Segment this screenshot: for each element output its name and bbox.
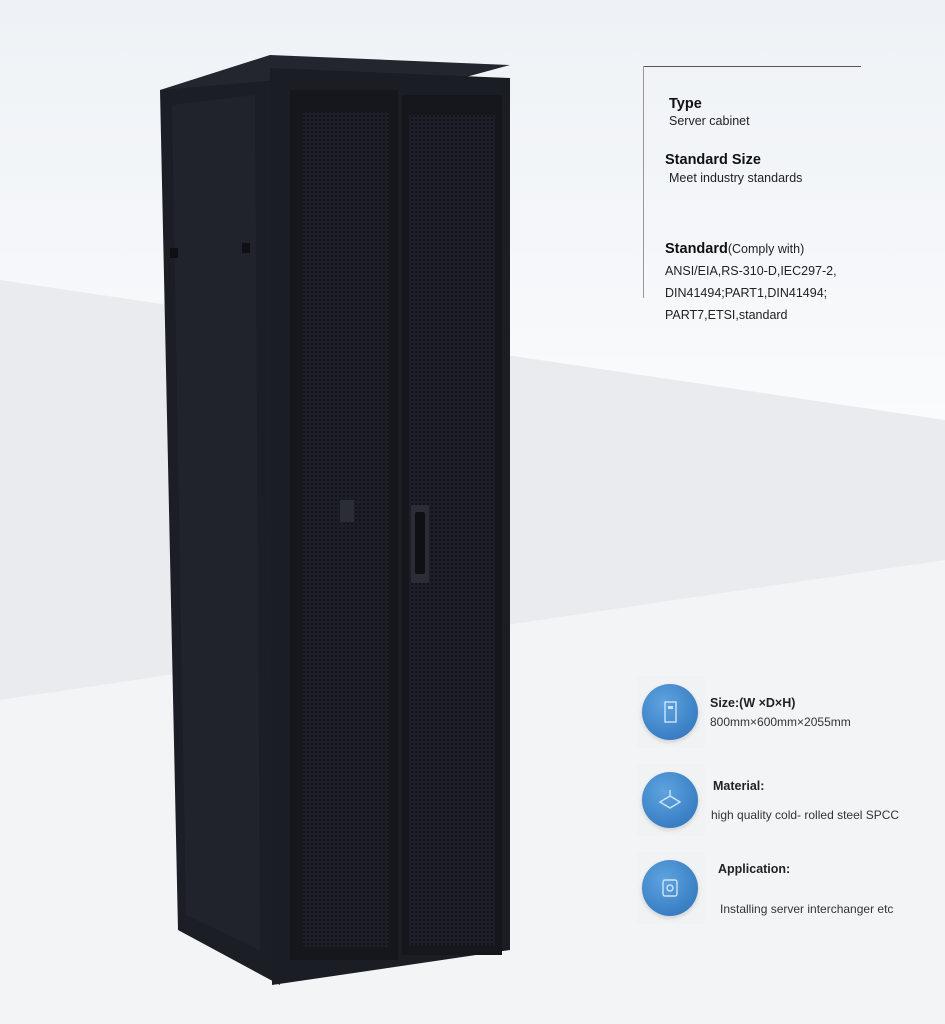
standard-section: Standard(Comply with) ANSI/EIA,RS-310-D,…	[665, 238, 837, 326]
type-section: Type Server cabinet	[669, 96, 750, 130]
standard-heading-suffix: (Comply with)	[727, 242, 805, 256]
spec-divider	[643, 66, 861, 67]
server-cabinet-image	[150, 50, 520, 990]
type-heading: Type	[669, 96, 702, 112]
feature-size: Size:(W ×D×H) 800mm×600mm×2055mm	[637, 676, 927, 748]
feature-label: Application:	[718, 862, 791, 876]
size-value: Meet industry standards	[669, 171, 803, 185]
size-section: Standard Size Meet industry standards	[665, 152, 802, 188]
standard-line: DIN41494;PART1,DIN41494;	[665, 286, 828, 300]
feature-application: Application: Installing server interchan…	[637, 852, 927, 924]
feature-value: 800mm×600mm×2055mm	[710, 715, 851, 729]
spec-divider-vertical	[643, 66, 644, 298]
size-heading: Standard Size	[665, 152, 761, 168]
feature-material: Material: high quality cold- rolled stee…	[637, 764, 927, 836]
standard-heading: Standard	[665, 241, 728, 257]
sheet-steel-icon	[642, 772, 698, 828]
feature-label: Material:	[713, 779, 765, 793]
cabinet-icon	[642, 684, 698, 740]
standard-line: ANSI/EIA,RS-310-D,IEC297-2,	[665, 264, 837, 278]
type-value: Server cabinet	[669, 114, 750, 128]
feature-value: Installing server interchanger etc	[720, 902, 894, 916]
standard-line: PART7,ETSI,standard	[665, 308, 788, 322]
feature-label: Size:(W ×D×H)	[710, 696, 796, 710]
feature-value: high quality cold- rolled steel SPCC	[711, 808, 900, 822]
server-install-icon	[642, 860, 698, 916]
